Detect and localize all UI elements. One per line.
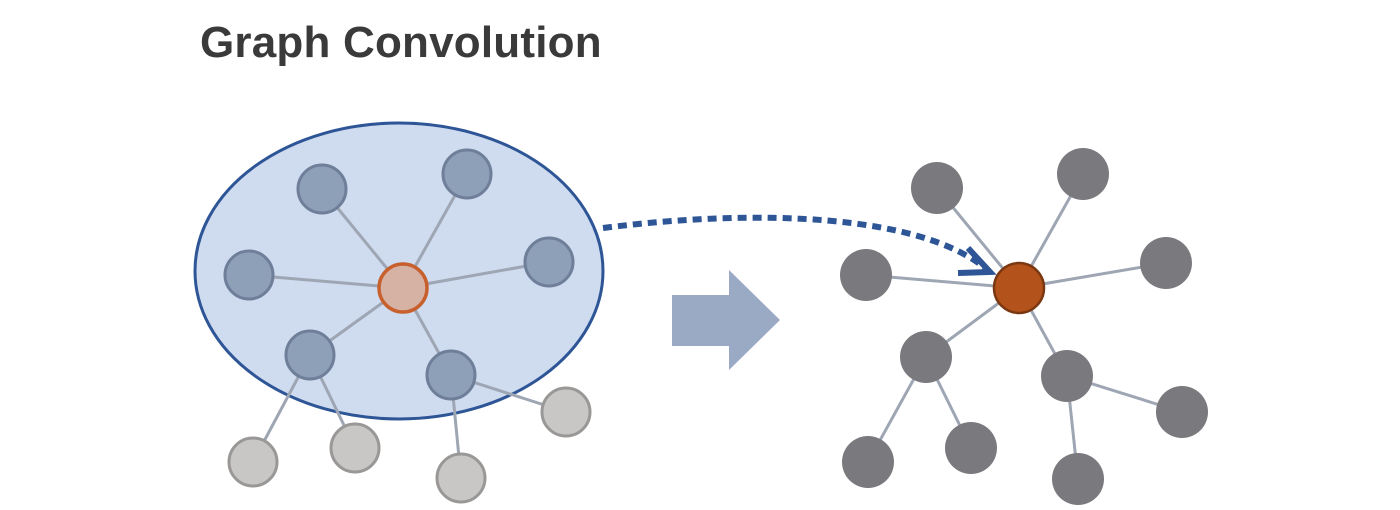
diagram-title: Graph Convolution <box>200 18 602 67</box>
output-node <box>1140 237 1192 289</box>
edge <box>248 273 404 290</box>
neighbor-node <box>523 236 575 288</box>
dotted-arrow-path <box>602 214 987 271</box>
output-graph <box>840 148 1208 505</box>
neighbor-node <box>296 163 348 215</box>
output-node <box>1057 148 1109 200</box>
output-node <box>842 436 894 488</box>
neighbor-node <box>441 148 493 200</box>
output-node <box>1041 350 1093 402</box>
output-node <box>911 162 963 214</box>
outer-node <box>227 436 279 488</box>
neighbor-node <box>284 329 336 381</box>
output-node <box>840 249 892 301</box>
center-node-output <box>992 261 1046 315</box>
input-graph <box>193 121 605 504</box>
outer-node <box>435 452 487 504</box>
transform-arrow-icon <box>672 270 780 370</box>
neighbor-node <box>223 249 275 301</box>
input-outer-nodes <box>227 386 592 504</box>
input-neighbor-nodes <box>223 148 575 401</box>
dotted-arrow-head <box>957 245 997 276</box>
output-node <box>900 331 952 383</box>
dotted-arrow <box>602 214 997 276</box>
output-node <box>1156 386 1208 438</box>
output-edges <box>865 173 1183 480</box>
neighbor-node <box>425 349 477 401</box>
output-node <box>1052 453 1104 505</box>
outer-node <box>540 386 592 438</box>
output-nodes <box>840 148 1208 505</box>
output-node <box>945 422 997 474</box>
outer-node <box>329 422 381 474</box>
center-node-input <box>377 262 429 314</box>
